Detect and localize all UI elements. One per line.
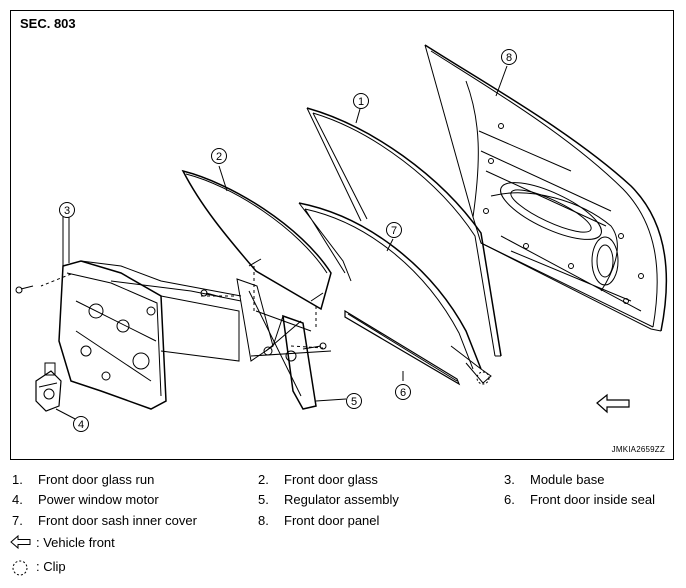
callout-1: 1 (353, 93, 369, 109)
front-door-panel-part (424, 44, 668, 332)
image-code: JMKIA2659ZZ (611, 445, 665, 454)
svg-text:6: 6 (400, 387, 406, 399)
power-window-motor-part (35, 362, 62, 412)
clip-marker (476, 371, 490, 385)
svg-text:7: 7 (391, 225, 397, 237)
exploded-door-diagram: 8 1 2 3 7 5 6 4 (15, 44, 668, 432)
callout-2: 2 (211, 148, 227, 164)
callout-8: 8 (501, 49, 517, 65)
callout-3: 3 (59, 202, 75, 218)
vehicle-front-icon (10, 534, 31, 550)
svg-text:4: 4 (78, 419, 84, 431)
svg-text:2: 2 (216, 151, 222, 163)
svg-text:8: 8 (506, 52, 512, 64)
module-base-part (58, 211, 332, 410)
svg-text:5: 5 (351, 396, 357, 408)
callout-7: 7 (386, 222, 402, 238)
svg-text:3: 3 (64, 205, 70, 217)
front-door-inside-seal-part (344, 309, 461, 386)
callout-5: 5 (346, 393, 362, 409)
callout-numbers: 8 1 2 3 7 5 6 4 (59, 49, 517, 432)
vehicle-front-arrow-icon (596, 393, 630, 414)
clip-icon (12, 560, 28, 576)
regulator-assembly-part (236, 278, 317, 410)
section-label: SEC. 803 (20, 16, 76, 31)
callout-6: 6 (395, 384, 411, 400)
front-door-glass-run-part (306, 107, 502, 357)
svg-text:1: 1 (358, 96, 364, 108)
diagram-frame: SEC. 803 (10, 10, 674, 460)
front-door-glass-part (181, 169, 332, 311)
callout-4: 4 (73, 416, 89, 432)
front-door-sash-inner-cover-part (298, 202, 492, 384)
